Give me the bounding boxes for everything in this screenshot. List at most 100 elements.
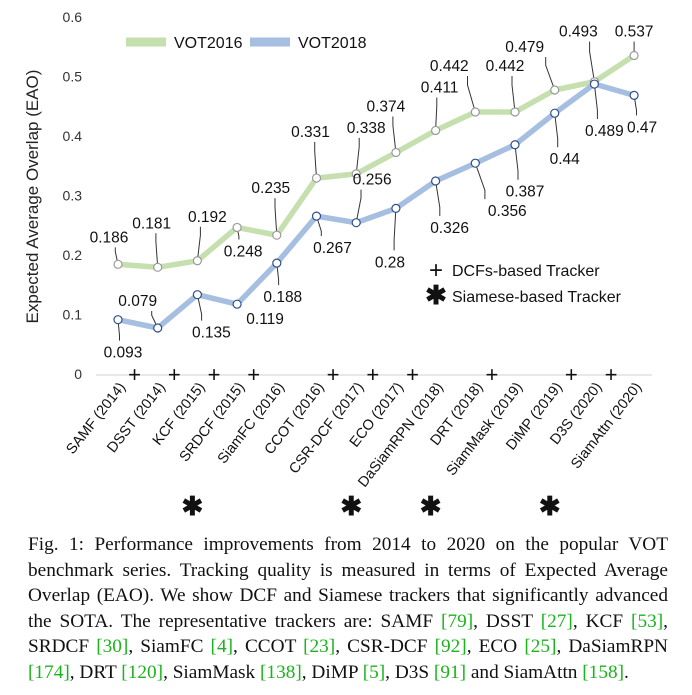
- label-leader-line: [435, 97, 438, 131]
- label-leader-line: [196, 294, 203, 321]
- caption-text: , DSST: [473, 610, 541, 632]
- data-label: 0.093: [104, 345, 143, 362]
- data-label: 0.188: [263, 289, 302, 306]
- asterisk-icon: ✱: [425, 280, 447, 310]
- caption-text: , DRT: [69, 661, 122, 683]
- caption-text: .: [624, 661, 629, 683]
- chart-series-lines: [115, 52, 637, 331]
- data-label: 0.44: [550, 151, 581, 168]
- siamese-marker-icon: ✱: [539, 491, 561, 521]
- citation-ref[interactable]: [30]: [96, 636, 129, 658]
- citation-ref[interactable]: [53]: [631, 610, 664, 632]
- data-point-vot2016: [550, 85, 560, 95]
- label-leader-line: [355, 137, 360, 174]
- series-line-vot2018: [115, 81, 637, 331]
- data-point-vot2016: [113, 259, 123, 269]
- y-axis-label: Expected Average Overlap (EAO): [23, 70, 42, 324]
- label-leader-line: [514, 144, 519, 180]
- legend-label: VOT2016: [174, 35, 243, 52]
- data-point-vot2018: [431, 176, 441, 186]
- chart-points: [113, 50, 639, 333]
- citation-ref[interactable]: [25]: [524, 636, 557, 658]
- data-point-vot2018: [232, 299, 242, 309]
- caption-text: , SiamMask: [163, 661, 261, 683]
- series-line-vot2016: [115, 52, 637, 271]
- data-label: 0.356: [488, 203, 527, 220]
- data-label: 0.537: [615, 23, 654, 40]
- marker-legend-label: Siamese-based Tracker: [452, 289, 622, 306]
- data-point-vot2016: [232, 222, 242, 233]
- citation-ref[interactable]: [92]: [434, 636, 467, 658]
- citation-ref[interactable]: [120]: [121, 661, 164, 683]
- citation-ref[interactable]: [174]: [28, 661, 70, 683]
- dcf-marker-icon: +: [327, 362, 340, 387]
- label-leader-line: [392, 116, 397, 153]
- label-leader-line: [633, 95, 637, 116]
- data-point-vot2018: [510, 140, 520, 150]
- label-leader-line: [117, 319, 120, 341]
- caption-text: , DiMP: [301, 661, 363, 683]
- caption-text: , CSR-DCF: [335, 636, 435, 658]
- caption-text: , KCF: [572, 610, 632, 632]
- label-leader-line: [435, 180, 441, 217]
- caption-text: , DaSiamRPN: [556, 636, 668, 658]
- chart-legend: VOT2016 VOT2018 + DCFs-based Tracker ✱ Siames…: [126, 35, 622, 310]
- data-point-vot2016: [351, 169, 361, 179]
- y-tick-label: 0.1: [63, 307, 83, 323]
- citation-ref[interactable]: [91]: [433, 661, 467, 683]
- data-point-vot2016: [192, 256, 202, 266]
- data-label: 0.235: [251, 180, 290, 197]
- data-point-vot2018: [589, 79, 600, 89]
- data-point-vot2018: [391, 203, 401, 213]
- label-leader-line: [474, 163, 486, 200]
- y-tick-label: 0: [74, 366, 82, 382]
- data-label: 0.079: [118, 293, 157, 310]
- label-leader-line: [276, 263, 280, 286]
- data-label: 0.256: [353, 172, 392, 189]
- data-label: 0.186: [90, 229, 129, 246]
- data-label: 0.338: [347, 120, 386, 137]
- label-leader-line: [151, 310, 159, 329]
- label-leader-line: [554, 113, 559, 148]
- data-label: 0.479: [505, 39, 544, 56]
- data-point-vot2018: [272, 258, 282, 268]
- plus-icon: +: [429, 257, 443, 284]
- y-tick-label: 0.6: [63, 9, 83, 25]
- data-point-vot2016: [272, 230, 282, 240]
- label-leader-line: [316, 215, 322, 237]
- marker-legend-label: DCFs-based Tracker: [452, 263, 600, 280]
- data-label: 0.267: [313, 240, 352, 257]
- data-label: 0.411: [421, 79, 459, 96]
- citation-ref[interactable]: [138]: [260, 661, 302, 683]
- siamese-marker-icon: ✱: [340, 491, 362, 521]
- label-leader-line: [593, 83, 598, 120]
- citation-ref[interactable]: [5]: [362, 661, 386, 683]
- dcf-marker-icon: +: [565, 362, 578, 387]
- label-leader-line: [545, 56, 556, 91]
- label-leader-line: [355, 189, 362, 223]
- data-label: 0.387: [506, 184, 545, 201]
- siamese-marker-icon: ✱: [420, 491, 442, 521]
- label-leader-line: [467, 76, 476, 113]
- label-leader-line: [393, 208, 397, 251]
- citation-ref[interactable]: [4]: [210, 636, 234, 658]
- citation-ref[interactable]: [79]: [441, 610, 474, 632]
- data-point-vot2018: [470, 158, 480, 168]
- citation-ref[interactable]: [23]: [303, 636, 336, 658]
- data-label: 0.28: [375, 254, 405, 271]
- data-point-vot2016: [311, 173, 322, 183]
- label-leader-line: [511, 76, 516, 113]
- citation-ref[interactable]: [158]: [582, 661, 625, 683]
- data-point-vot2016: [510, 107, 520, 117]
- dcf-marker-icon: +: [247, 362, 260, 387]
- caption-text: , SiamFC: [128, 636, 211, 658]
- dcf-marker-icon: +: [406, 362, 419, 387]
- dcf-marker-icon: +: [605, 362, 618, 387]
- caption-text: , CCOT: [233, 636, 304, 658]
- citation-ref[interactable]: [27]: [540, 610, 573, 632]
- label-leader-line: [155, 233, 159, 268]
- data-label: 0.489: [585, 123, 624, 140]
- legend-label: VOT2018: [298, 35, 367, 52]
- dcf-marker-icon: +: [128, 362, 141, 387]
